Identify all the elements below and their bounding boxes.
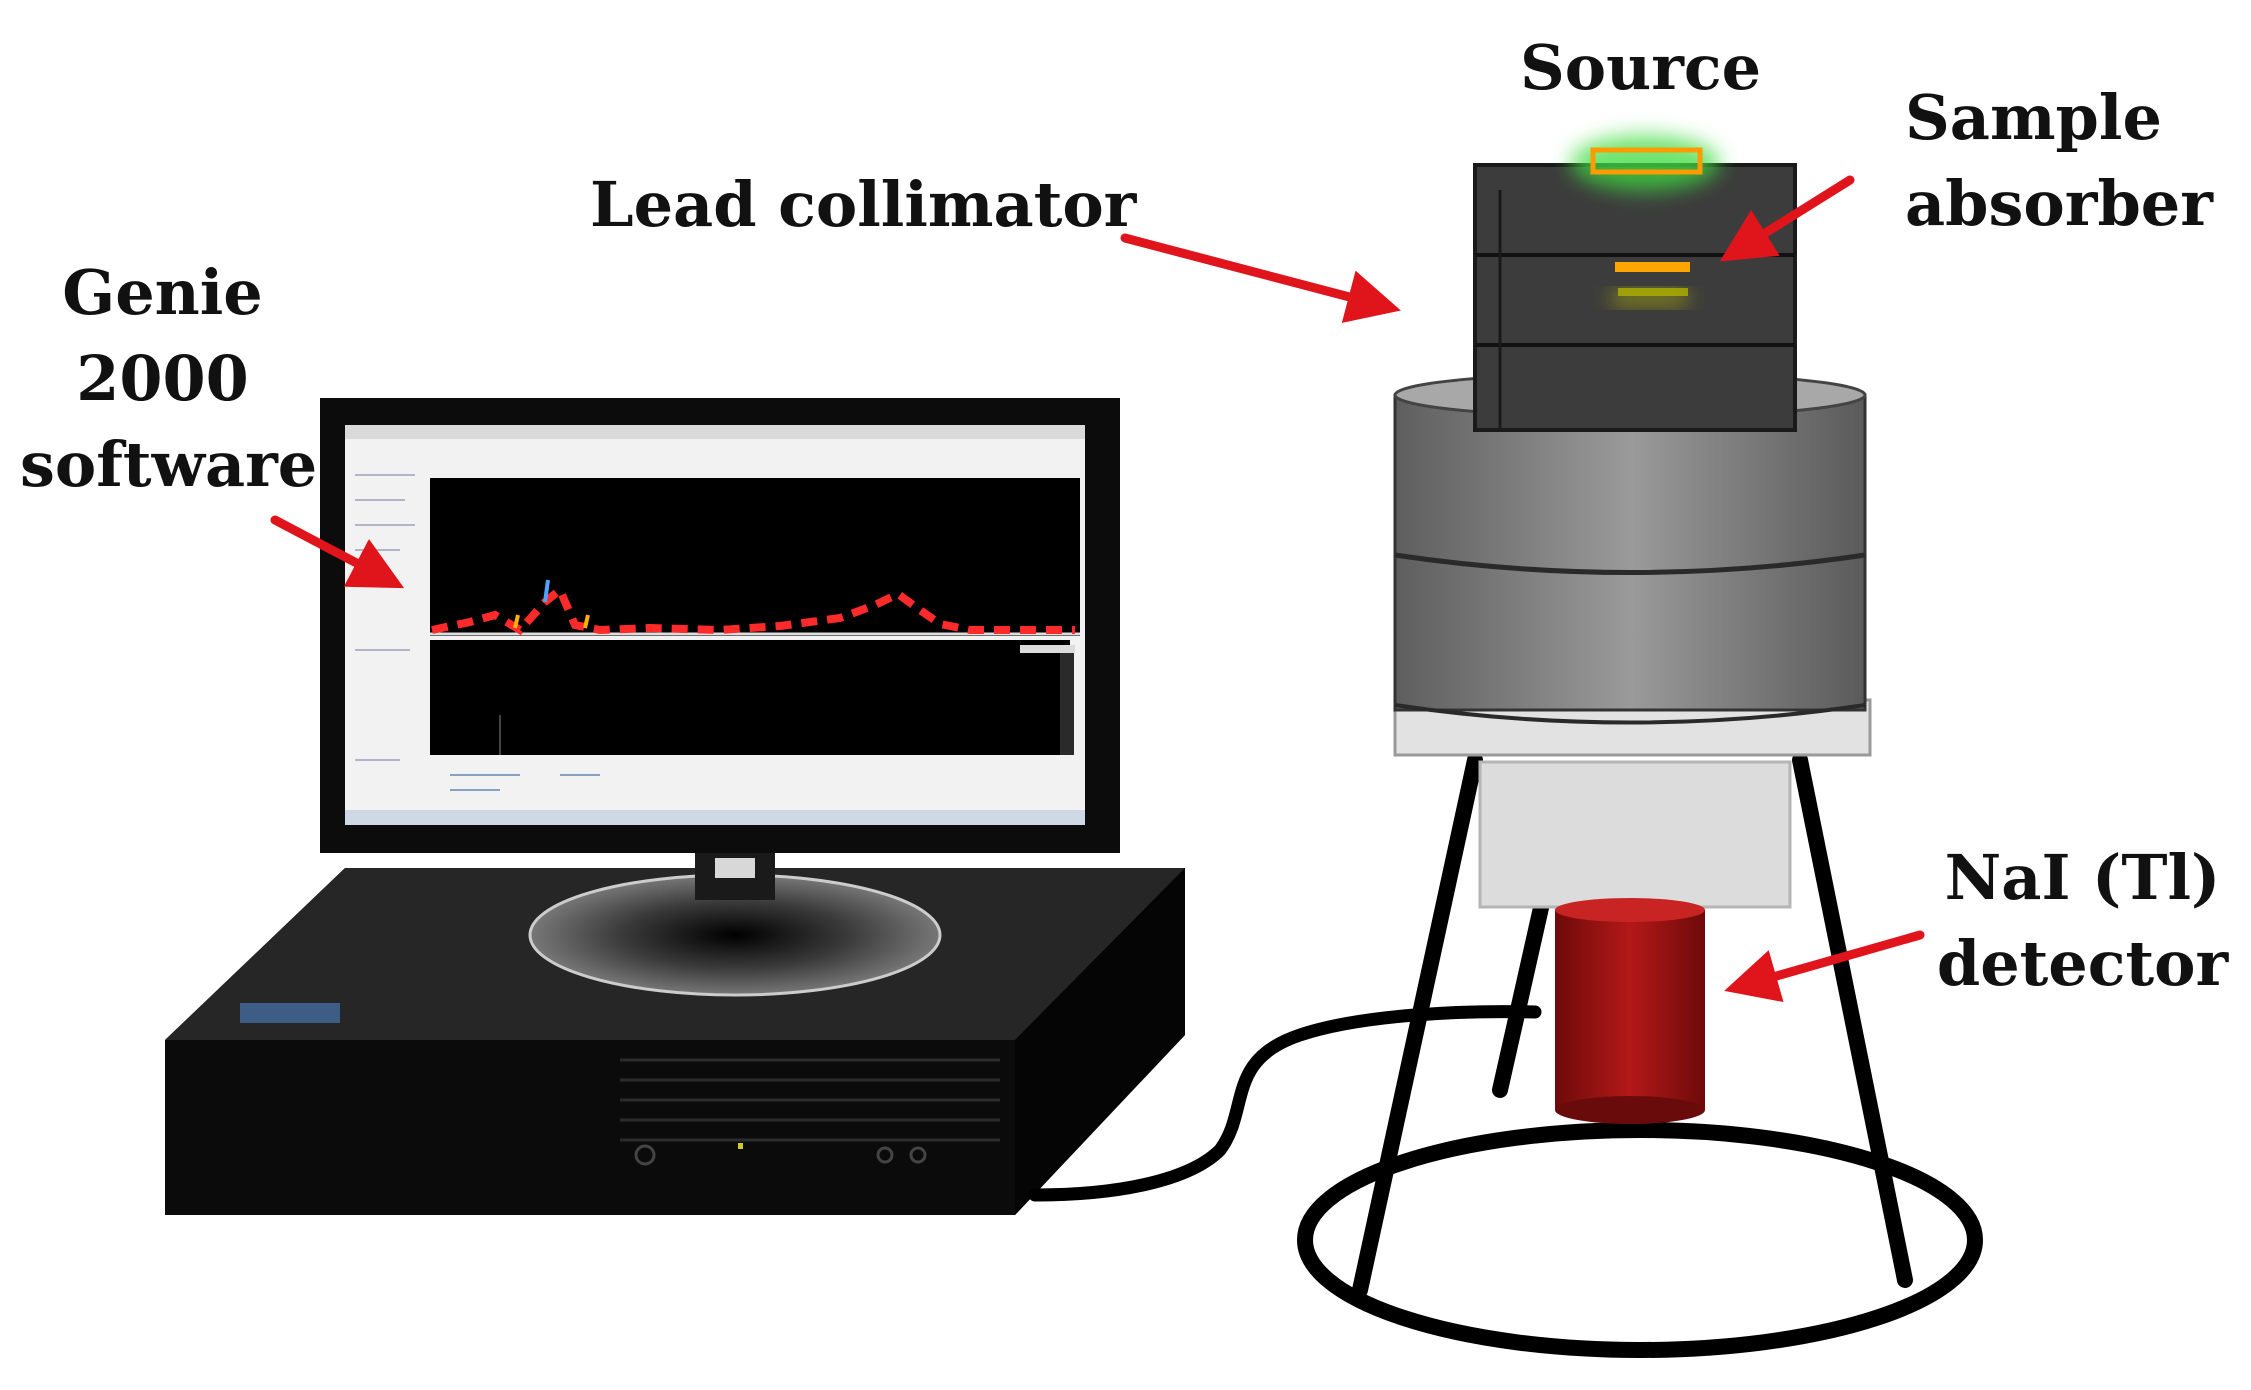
arrow-icon [1120, 233, 1401, 323]
label-sample-line-2: absorber [1905, 167, 2213, 240]
arrow-icon [1724, 930, 1925, 1003]
gamma-spectrum-curve [431, 579, 1075, 636]
label-lead-collimator-text: Lead collimator [590, 168, 1137, 241]
label-sample-line-1: Sample [1905, 81, 2162, 154]
annotation-arrows [270, 175, 1925, 1003]
sample-absorber-element [1612, 262, 1690, 304]
label-sample-absorber: Sample absorber [1905, 75, 2213, 247]
computer [165, 398, 1185, 1215]
nai-detector-crystal [1555, 898, 1705, 1124]
detector-stand-icon [1297, 135, 1983, 1358]
arrow-icon [270, 515, 405, 589]
label-lead-collimator: Lead collimator [590, 162, 1136, 248]
label-detector-line-2: detector [1936, 927, 2229, 1000]
label-source: Source [1520, 25, 1762, 111]
label-genie-line-2: 2000 [76, 342, 249, 415]
radioactive-source [1570, 135, 1720, 191]
monitor-stand [528, 840, 942, 997]
arrow-icon [1719, 175, 1855, 262]
label-genie-line-1: Genie [62, 256, 263, 329]
label-nai-detector: NaI (Tl) detector [1930, 835, 2235, 1007]
label-detector-line-1: NaI (Tl) [1944, 841, 2221, 914]
label-source-text: Source [1520, 31, 1762, 104]
pmt-housing [1478, 760, 1792, 909]
label-genie-software: Genie 2000 software [20, 250, 318, 508]
label-genie-line-3: software [20, 428, 318, 501]
